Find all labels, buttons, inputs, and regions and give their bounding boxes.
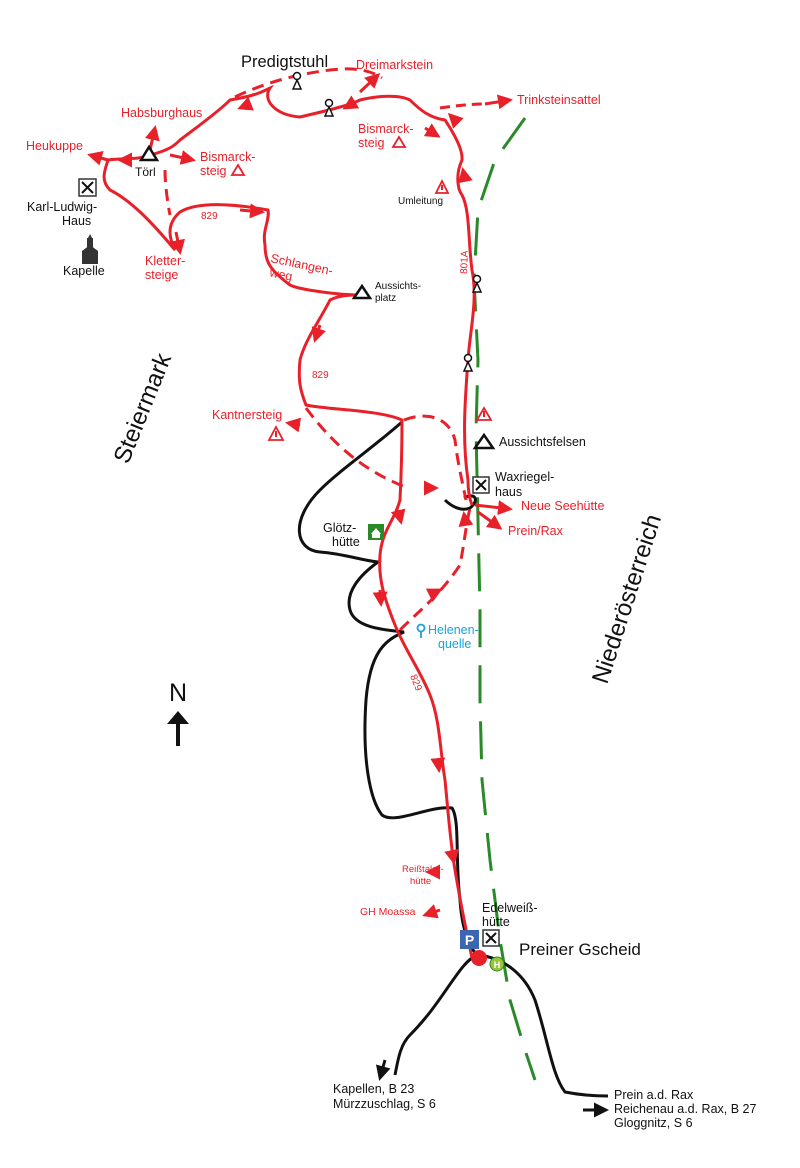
label-habsburghaus: Habsburghaus (121, 106, 202, 120)
label-toerl: Törl (135, 165, 156, 179)
label-karl-ludwig-haus: Karl-Ludwig-Haus (27, 200, 97, 228)
label-neue-seehuette: Neue Seehütte (521, 499, 604, 513)
label-kapelle: Kapelle (63, 264, 105, 278)
label-prein-rax: Prein/Rax (508, 524, 564, 538)
cross-markers (291, 71, 483, 372)
label-bismarcksteig-left: Bismarck-steig (200, 150, 256, 178)
svg-text:N: N (169, 679, 187, 707)
label-reisstalerhuette: Reißtaler-hütte (402, 864, 444, 887)
road-east (477, 953, 609, 1098)
trail-829 (102, 84, 476, 959)
label-heukuppe: Heukuppe (26, 139, 83, 153)
road (297, 420, 482, 1076)
toerl-triangle (138, 144, 160, 162)
trail-dashed-helenen (398, 507, 472, 632)
label-predigtstuhl: Predigtstuhl (241, 53, 328, 71)
start-point (471, 950, 487, 966)
warning-icons (230, 135, 493, 441)
label-bismarcksteig-right: Bismarck-steig (358, 122, 414, 150)
chapel-icon (82, 234, 98, 264)
road-arrow-sw (375, 1059, 391, 1081)
label-umleitung: Umleitung (398, 196, 443, 207)
bus-stop-icon: H (489, 956, 505, 972)
parking-icon: P (460, 930, 479, 949)
aussichtsplatz-triangle (351, 283, 373, 300)
label-dreimarkstein: Dreimarkstein (356, 58, 433, 72)
trail-dashed-west (163, 67, 383, 216)
label-helenenquelle: Helenen-quelle (428, 623, 479, 651)
label-preiner-gscheid: Preiner Gscheid (519, 940, 641, 959)
hut-icons (78, 178, 500, 947)
route-829-mid: 829 (312, 370, 329, 381)
label-waxriegelhaus: Waxriegel-haus (495, 470, 554, 499)
label-schlangenweg: Schlangen-weg (266, 251, 334, 292)
label-gh-moassa: GH Moassa (360, 906, 416, 918)
route-801a: 801A (459, 250, 471, 274)
karl-ludwig-hut-icon (78, 178, 97, 197)
spring-icon (416, 623, 426, 638)
svg-text:P: P (465, 932, 474, 948)
summit-markers (138, 144, 496, 450)
label-klettersteige: Kletter-steige (145, 254, 185, 282)
trail-arrows (87, 72, 513, 919)
north-arrow: N (167, 679, 189, 746)
label-edelweisshuette: Edelweiß-hütte (482, 901, 538, 929)
trail-dashed-kantner (304, 407, 468, 501)
label-kantnersteig: Kantnersteig (212, 408, 282, 422)
warning-marks (275, 185, 485, 437)
label-trinksteinsattel: Trinksteinsattel (517, 93, 601, 107)
label-gfloetzhuette: Glötz-hütte (323, 521, 360, 549)
gfloetz-hut-icon (368, 524, 384, 540)
region-niederoesterreich: Niederösterreich (587, 511, 667, 687)
state-border (472, 117, 537, 1081)
svg-text:H: H (494, 960, 501, 970)
route-829-top: 829 (201, 211, 218, 222)
edelweiss-hut-icon (482, 929, 500, 947)
label-aussichtsfelsen: Aussichtsfelsen (499, 435, 586, 449)
trail-dashed-trinkstein (439, 102, 486, 110)
road-waxriegel (443, 494, 477, 511)
label-aussichtsplatz: Aussichts-platz (375, 281, 421, 304)
waxriegel-hut-icon (472, 476, 490, 494)
region-steiermark: Steiermark (109, 349, 178, 468)
aussichtsfelsen-triangle (472, 432, 496, 450)
